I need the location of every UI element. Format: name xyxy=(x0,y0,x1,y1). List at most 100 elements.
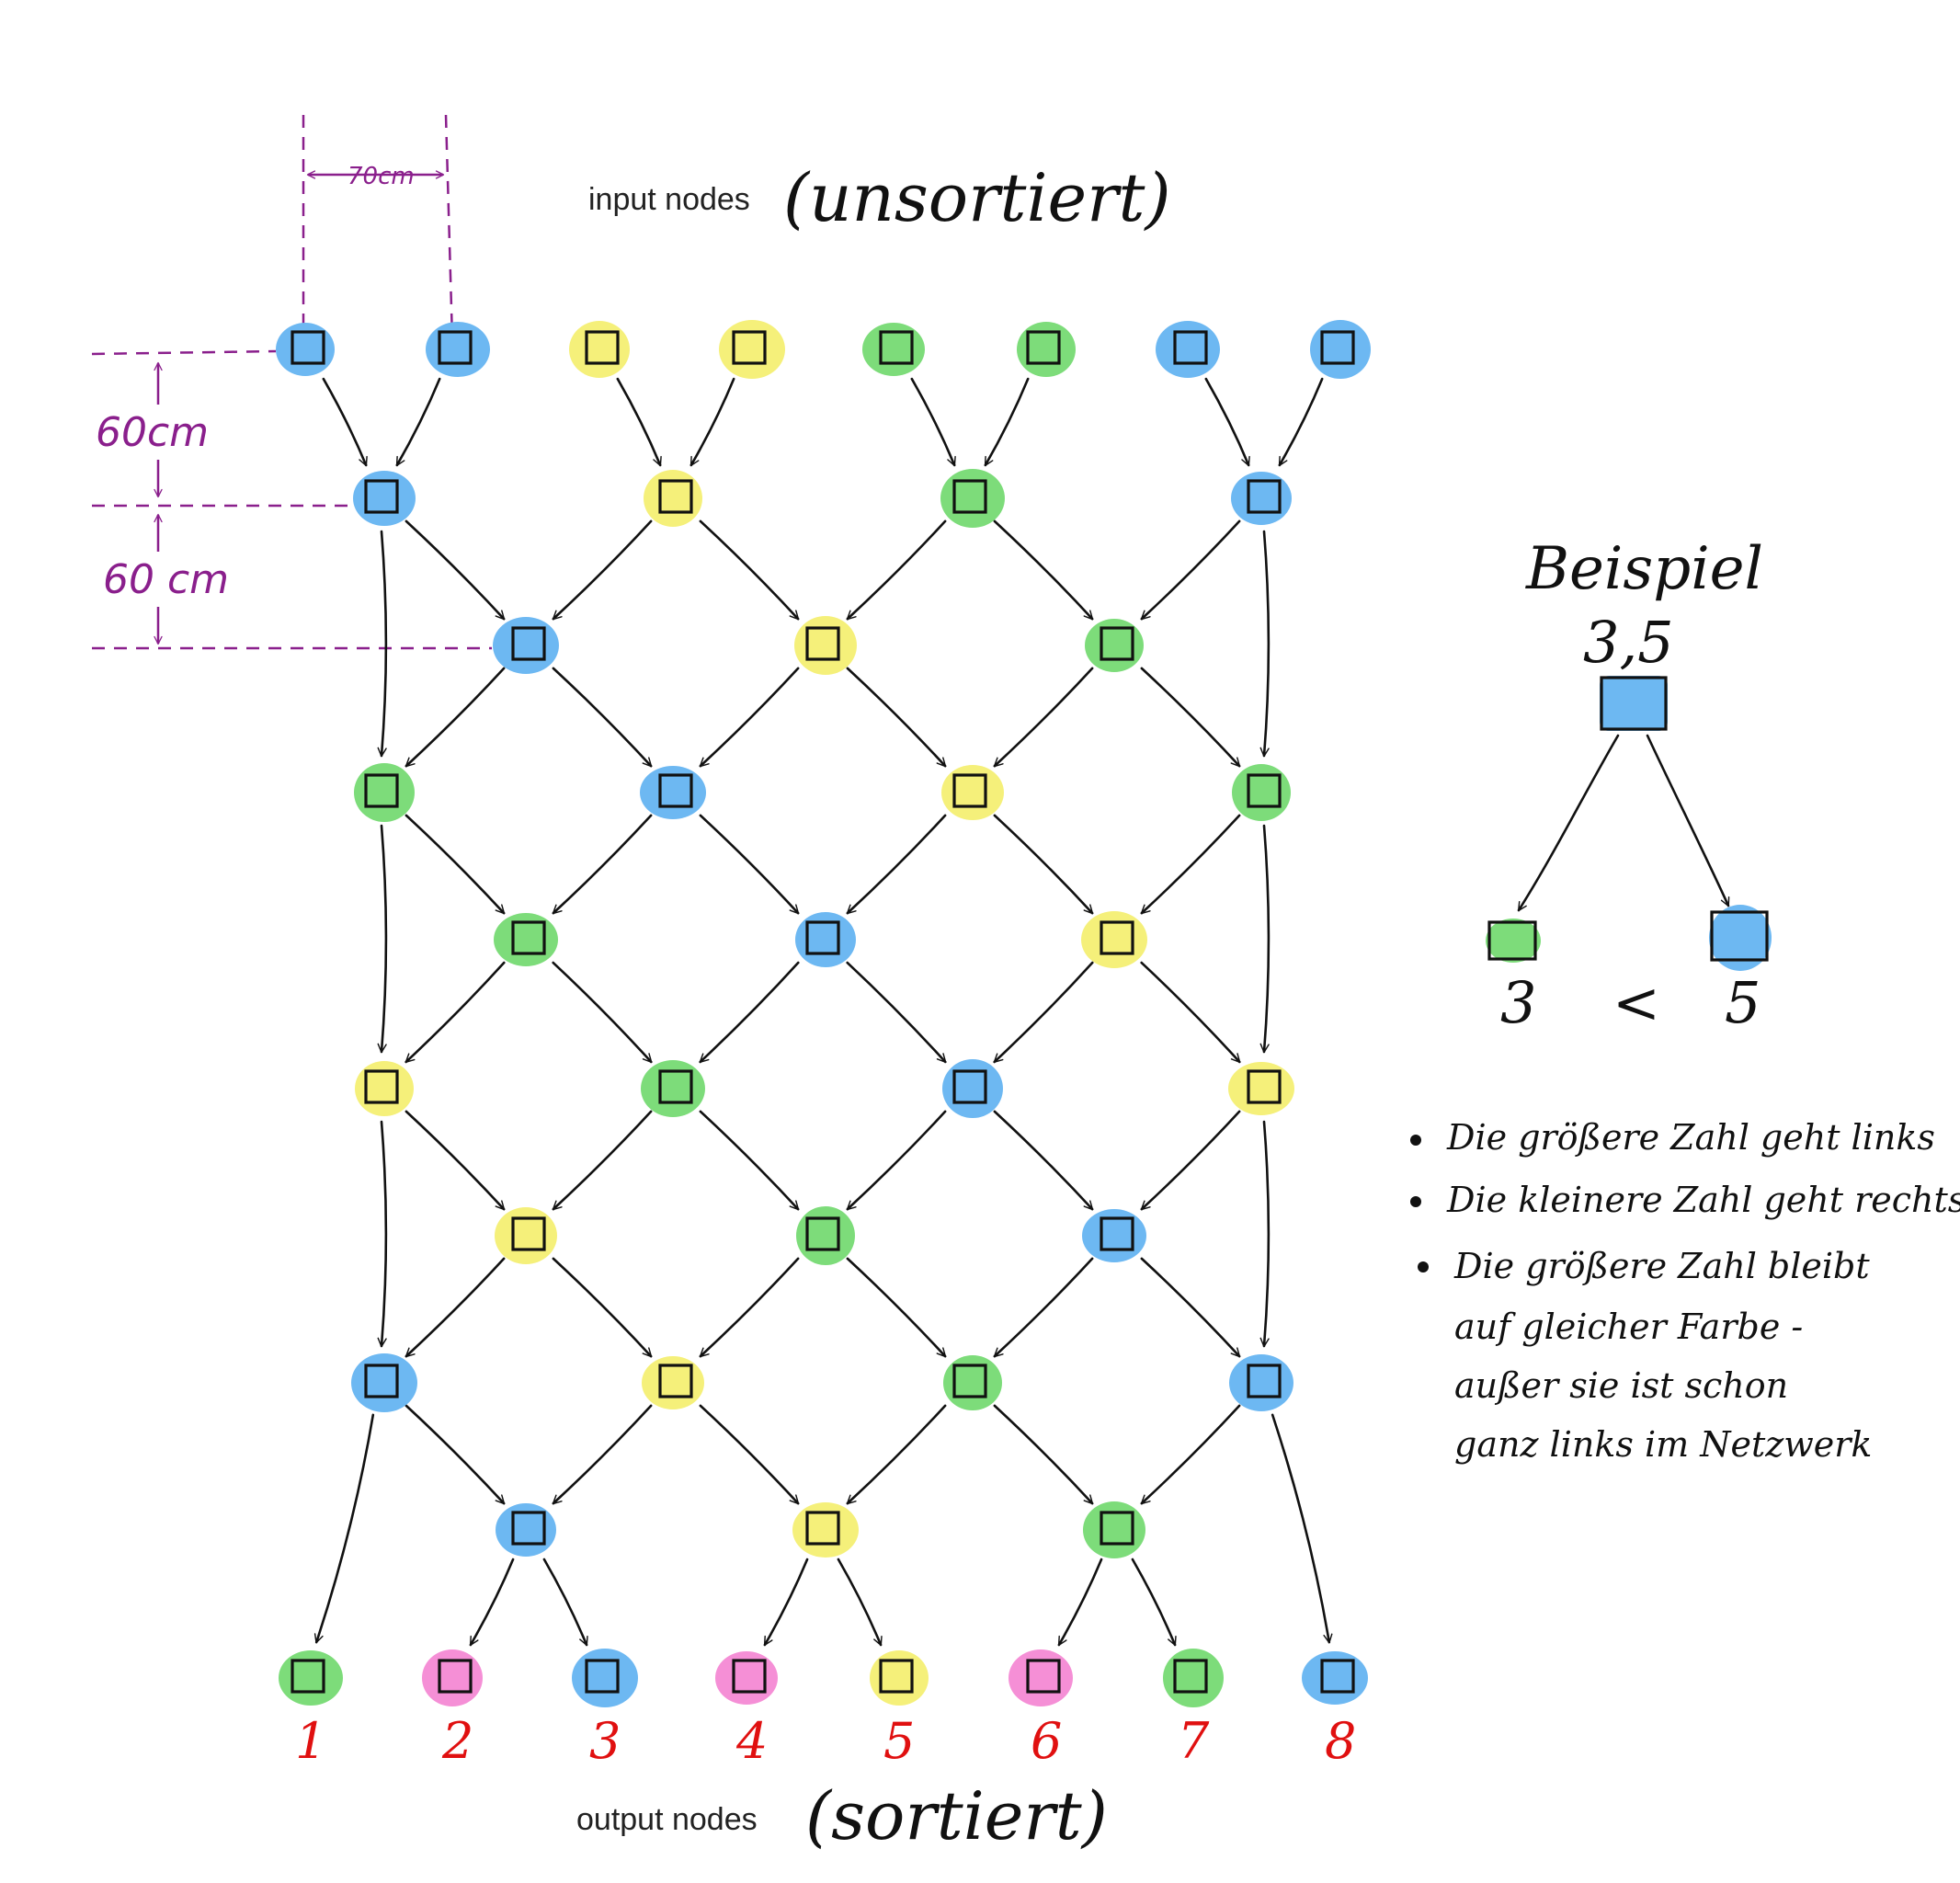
node-square xyxy=(364,479,399,514)
node-blob-green xyxy=(279,1650,343,1706)
width-dimension-label: 70cm xyxy=(348,163,415,190)
node-r8-2 xyxy=(1083,1501,1145,1558)
edge-r2n1-r3n1 xyxy=(699,667,800,768)
height-dimension-label-2: 60 cm xyxy=(103,556,229,603)
output-number-5: 5 xyxy=(883,1712,915,1770)
output-nodes-label: output nodes xyxy=(576,1802,758,1837)
node-r7-1 xyxy=(642,1356,704,1409)
edge-r5n2-r6n2 xyxy=(993,1110,1094,1211)
edge-r1n2-r2n2 xyxy=(993,519,1094,621)
edge-r5n1-r6n0 xyxy=(552,1110,653,1211)
rule-bullet-2 xyxy=(1410,1196,1421,1207)
edge-r7n0-r9n0 xyxy=(313,1413,375,1644)
node-square xyxy=(1320,1659,1355,1694)
node-blob-green xyxy=(940,469,1005,528)
node-blob-yellow xyxy=(941,765,1004,820)
node-blob-green xyxy=(1232,764,1291,821)
node-blob-green xyxy=(1017,322,1076,377)
node-r9-6 xyxy=(1163,1649,1224,1707)
node-blob-yellow xyxy=(1081,911,1147,968)
output-number-6: 6 xyxy=(1031,1712,1062,1770)
node-r0-2 xyxy=(569,321,630,378)
node-square xyxy=(732,1659,767,1694)
edge-r1n1-r2n1 xyxy=(699,519,800,621)
node-blob-blue xyxy=(572,1649,638,1707)
node-square xyxy=(658,1364,693,1398)
node-square xyxy=(1247,1069,1282,1104)
node-square xyxy=(658,479,693,514)
unsorted-label: (unsortiert) xyxy=(783,159,1171,236)
edge-r3n1-r4n1 xyxy=(699,814,800,915)
node-blob-yellow xyxy=(569,321,630,378)
node-square xyxy=(438,1659,473,1694)
node-square xyxy=(805,1216,840,1251)
example-right-value: 5 xyxy=(1725,969,1761,1036)
node-square xyxy=(1247,1364,1282,1398)
edge-r2n0-r3n0 xyxy=(405,667,506,768)
edge-r3n2-r4n1 xyxy=(846,814,947,915)
node-square xyxy=(1100,1216,1134,1251)
output-number-1: 1 xyxy=(295,1712,326,1770)
node-square xyxy=(1173,1659,1208,1694)
node-blob-yellow xyxy=(870,1650,929,1706)
node-r0-3 xyxy=(719,320,785,379)
node-r0-5 xyxy=(1017,322,1076,377)
node-square xyxy=(1100,920,1134,955)
node-r5-0 xyxy=(355,1061,414,1116)
edge-r5n3-r6n2 xyxy=(1140,1110,1241,1211)
edge-r0n4-r1n2 xyxy=(910,377,956,467)
node-square xyxy=(511,626,546,661)
node-r6-1 xyxy=(796,1206,855,1265)
edge-r1n3-r2n2 xyxy=(1140,519,1241,621)
edge-r7n3-r8n2 xyxy=(1140,1404,1241,1505)
node-blob-blue xyxy=(493,617,559,674)
edge-r4n0-r5n1 xyxy=(552,961,653,1064)
node-square xyxy=(658,773,693,808)
edge-r1n0-r3n0 xyxy=(377,530,388,758)
edge-r3n3-r4n2 xyxy=(1140,814,1241,915)
node-blob-green xyxy=(354,763,415,822)
edge-r5n0-r6n0 xyxy=(405,1110,506,1211)
output-number-2: 2 xyxy=(441,1712,473,1770)
node-r6-0 xyxy=(495,1207,557,1264)
node-square xyxy=(1320,330,1355,365)
node-r3-1 xyxy=(640,766,706,819)
node-r3-2 xyxy=(941,765,1004,820)
edge-r8n0-r9n1 xyxy=(469,1558,515,1647)
node-square xyxy=(1247,773,1282,808)
example-pair: 3,5 xyxy=(1583,609,1674,676)
rule-3: Die größere Zahl bleibt xyxy=(1453,1246,1870,1286)
node-square xyxy=(658,1069,693,1104)
node-r0-1 xyxy=(426,322,490,377)
node-blob-green xyxy=(796,1206,855,1265)
rule-3-line-2: auf gleicher Farbe - xyxy=(1454,1307,1803,1347)
edge-r3n0-r4n0 xyxy=(405,814,506,915)
edge-r7n1-r8n0 xyxy=(552,1404,653,1505)
node-square xyxy=(879,1659,914,1694)
edge-r0n5-r1n2 xyxy=(984,377,1030,467)
node-r7-2 xyxy=(943,1355,1002,1410)
node-blob-yellow xyxy=(495,1207,557,1264)
output-number-3: 3 xyxy=(589,1712,621,1770)
edge-r3n2-r4n2 xyxy=(993,814,1094,915)
node-r8-1 xyxy=(792,1502,859,1558)
node-r2-2 xyxy=(1085,619,1144,672)
edge-r4n2-r5n2 xyxy=(993,961,1094,1064)
edge-r4n1-r5n1 xyxy=(699,961,800,1064)
node-square xyxy=(291,1659,325,1694)
edge-r8n0-r9n2 xyxy=(542,1558,588,1647)
node-blob-yellow xyxy=(794,616,857,675)
edge-r5n3-r7n3 xyxy=(1259,1120,1271,1348)
dimension-annotations: 70cm 60cm 60 cm xyxy=(91,114,492,650)
node-square xyxy=(952,773,987,808)
node-blob-blue xyxy=(942,1059,1003,1118)
edge-r0n1-r1n0 xyxy=(395,377,441,467)
output-number-8: 8 xyxy=(1325,1712,1356,1770)
node-r0-4 xyxy=(862,323,925,376)
edge-r8n1-r9n3 xyxy=(763,1558,809,1647)
sorted-label: (sortiert) xyxy=(805,1777,1108,1854)
node-square xyxy=(585,330,620,365)
edge-r1n1-r2n0 xyxy=(552,519,653,621)
